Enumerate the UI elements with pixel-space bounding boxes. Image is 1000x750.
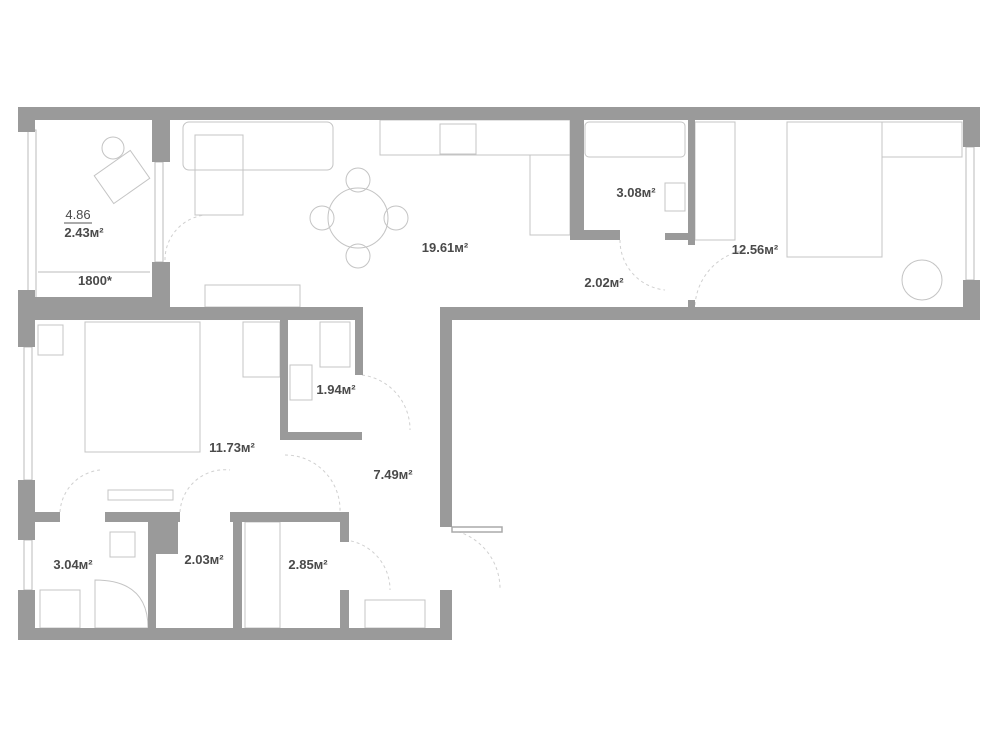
chair [383, 205, 409, 231]
wall [105, 512, 180, 522]
wall [152, 120, 170, 162]
area-bedroom-left: 11.73м² [209, 440, 255, 455]
wall [18, 590, 35, 640]
area-bedroom-right: 12.56м² [732, 242, 779, 257]
wall [355, 315, 363, 375]
area-living-kitchen: 19.61м² [422, 240, 469, 255]
wall [570, 120, 584, 240]
wall [18, 480, 35, 540]
wall [665, 233, 695, 240]
balcony-area: 2.43м² [64, 225, 104, 240]
entrance-door-leaf[interactable] [451, 526, 503, 533]
wardrobe-rail [244, 521, 281, 629]
balcony-door[interactable] [164, 214, 206, 261]
wall [230, 512, 345, 522]
wardrobe-right-door[interactable] [344, 539, 391, 591]
bed-right [786, 121, 883, 258]
shoe-rack [364, 599, 426, 629]
wall [148, 512, 156, 632]
wardrobe-left-door[interactable] [179, 469, 231, 513]
wall [688, 120, 695, 245]
washbasin [39, 589, 81, 629]
sofa-chaise [194, 134, 244, 216]
wall [18, 307, 363, 320]
wall [963, 107, 980, 147]
bathtub [584, 121, 686, 158]
window-bedroom-left [23, 346, 33, 481]
kitchen-counter [379, 119, 571, 156]
area-wardrobe-left: 2.03м² [184, 552, 224, 567]
chair [309, 205, 335, 231]
wall [688, 300, 695, 315]
wall [35, 512, 60, 522]
armchair [901, 259, 943, 301]
shower-tray [94, 579, 149, 629]
area-bathroom-upper: 3.08м² [616, 185, 656, 200]
nightstand [37, 324, 64, 356]
chair [345, 167, 371, 193]
wall [18, 107, 980, 120]
wall [440, 590, 452, 640]
sink [664, 182, 686, 212]
balcony-dimension: 1800* [78, 273, 113, 288]
desk [881, 121, 963, 158]
toilet-bowl [319, 321, 351, 368]
wall [280, 432, 362, 440]
dining-table [327, 187, 389, 249]
chair [345, 243, 371, 269]
area-corridor-upper: 2.02м² [584, 275, 624, 290]
wall [18, 297, 170, 310]
bathroom-lower-door[interactable] [59, 469, 101, 513]
bathroom-upper-door[interactable] [619, 239, 666, 291]
balcony-window [27, 129, 37, 299]
bed-left [84, 321, 201, 453]
area-hallway: 7.49м² [373, 467, 413, 482]
wardrobe [694, 121, 736, 241]
wall [340, 590, 349, 635]
wall [233, 512, 242, 632]
wall [440, 307, 452, 527]
kitchen-counter-side [529, 154, 571, 236]
balcony-door-frame [154, 161, 164, 263]
wall [18, 107, 35, 132]
window-bedroom-right [965, 146, 975, 281]
bedroom-left-door[interactable] [284, 454, 341, 513]
balcony-table [101, 136, 125, 160]
wall [280, 315, 288, 440]
entrance-door[interactable] [451, 529, 501, 591]
wall [570, 230, 620, 240]
wall [340, 512, 349, 542]
doors[interactable] [59, 214, 746, 591]
area-bathroom-lower: 3.04м² [53, 557, 93, 572]
area-wardrobe-right: 2.85м² [288, 557, 328, 572]
wall [440, 307, 980, 320]
tv-stand [204, 284, 301, 308]
window-bathroom [23, 539, 33, 591]
walls [18, 107, 980, 640]
toilet-door[interactable] [361, 374, 411, 431]
lower-toilet-bowl [109, 531, 136, 558]
furniture [37, 119, 963, 629]
area-toilet: 1.94м² [316, 382, 356, 397]
balcony-chair [93, 149, 151, 205]
balcony-full-area: 4.86 [65, 207, 90, 222]
wall [152, 262, 170, 300]
wall [18, 307, 35, 347]
stove [439, 123, 477, 155]
wardrobe-small [242, 321, 281, 378]
tv-left [107, 489, 174, 501]
area-labels: 4.86 2.43м² 1800* 19.61м² 3.08м² 2.02м² … [38, 185, 779, 572]
toilet-sink [289, 364, 313, 401]
bedroom-right-door[interactable] [694, 249, 746, 306]
sofa [182, 121, 334, 171]
